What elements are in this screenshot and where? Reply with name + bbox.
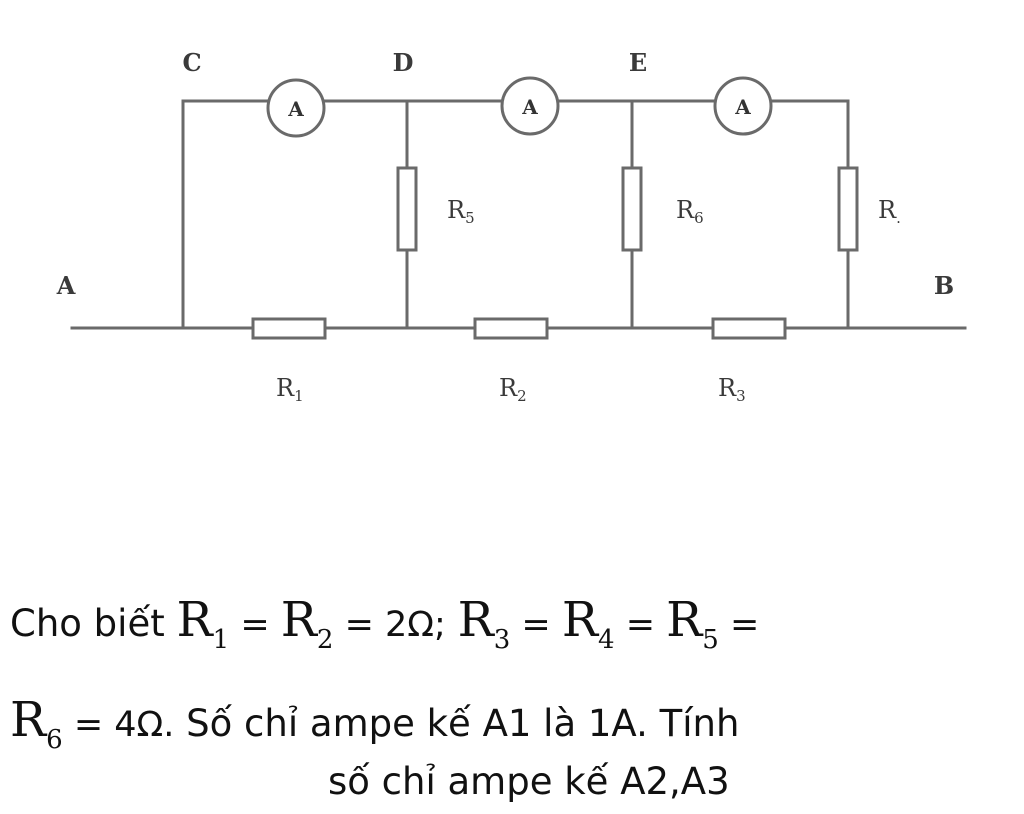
symbol-r3: R3 [457,592,511,655]
ammeter-a1: A [266,78,326,138]
symbol-r2: R2 [280,592,334,655]
symbol-r4: R4 [561,592,615,655]
resistor-r3 [711,317,787,340]
problem-line-2: R6 = 4Ω. Số chỉ ampe kế A1 là 1A. Tính [10,692,1024,755]
symbol-r6: R6 [10,692,63,755]
node-label-a: A [56,271,76,300]
ammeter-a3: A [713,76,773,136]
ammeter-a2: A [500,76,560,136]
node-label-e: E [629,48,647,77]
problem-line-1: Cho biết R1 = R2 = 2Ω; R3 = R4 = R5 = [10,592,1024,655]
equals-2: = [333,605,386,645]
label-r4: R. [878,196,901,227]
problem-intro: Cho biết [10,602,165,645]
circuit-diagram: A A A C D E A B R1 R2 R3 R5 R6 R. [56,48,967,405]
resistor-r6 [621,166,643,252]
equals-5: = [718,605,760,645]
value-4-ohm: 4Ω. [114,705,175,745]
equals-6: = [62,705,115,745]
label-r5: R5 [447,196,475,227]
node-label-c: C [182,48,201,77]
label-r1: R1 [276,374,304,405]
node-label-d: D [393,48,414,77]
resistor-r5 [396,166,418,252]
equals-1: = [229,605,281,645]
value-2-ohm: 2Ω; [385,605,446,645]
symbol-r1: R1 [176,592,230,655]
problem-question-part2: số chỉ ampe kế A2,A3 [328,760,730,803]
ammeter-a1-label: A [287,97,304,121]
equals-3: = [510,605,562,645]
resistor-r1 [251,317,327,340]
equals-4: = [614,605,667,645]
label-r3: R3 [718,374,746,405]
ammeter-a2-label: A [521,95,538,119]
problem-line-3: số chỉ ampe kế A2,A3 [328,760,1024,803]
node-label-b: B [934,271,954,300]
resistor-r4 [837,166,859,252]
label-r6: R6 [676,196,704,227]
problem-question-part1: Số chỉ ampe kế A1 là 1A. Tính [186,702,740,745]
resistor-r2 [473,317,549,340]
label-r2: R2 [499,374,527,405]
ammeter-a3-label: A [734,95,751,119]
symbol-r5: R5 [666,592,719,655]
